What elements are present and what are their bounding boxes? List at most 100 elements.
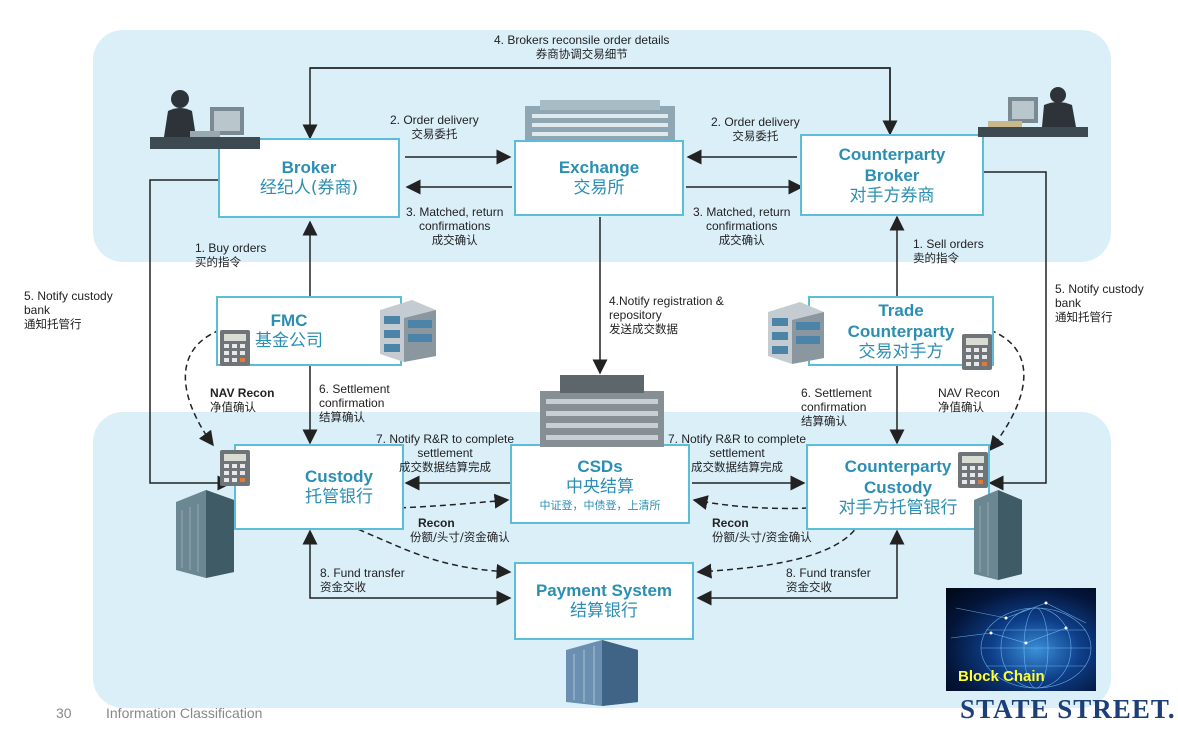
notify-reg-en1: 4.Notify registration & [609, 294, 724, 308]
trade-cp-zh: 交易对手方 [858, 341, 944, 362]
label-recon-right: Recon 份额/头寸/资金确认 [712, 516, 812, 544]
label-settlement-left: 6. Settlement confirmation 结算确认 [319, 382, 390, 424]
exchange-box: Exchange 交易所 [514, 140, 684, 216]
buy-en: 1. Buy orders [195, 241, 267, 255]
recon-right-zh: 份额/头寸/资金确认 [712, 530, 812, 544]
building-icon [768, 302, 824, 364]
label-reconcile: 4. Brokers reconsile order details 券商协调交… [494, 33, 669, 61]
label-notify-registration: 4.Notify registration & repository 发送成交数… [609, 294, 724, 336]
notify-left-zh: 通知托管行 [24, 317, 82, 331]
notify-left-en2: bank [24, 303, 51, 317]
rr-right-en1: 7. Notify R&R to complete [668, 432, 807, 446]
label-sell-orders: 1. Sell orders 卖的指令 [913, 237, 984, 265]
label-order-delivery-right: 2. Order delivery 交易委托 [711, 115, 800, 143]
state-street-logo: STATE STREET. [960, 694, 1176, 724]
label-order-delivery-left: 2. Order delivery 交易委托 [390, 113, 479, 141]
classification-label: Information Classification [106, 705, 263, 721]
matched-right-en1: 3. Matched, return [693, 205, 791, 219]
sell-en: 1. Sell orders [913, 237, 984, 251]
cp-custody-zh: 对手方托管银行 [838, 497, 958, 518]
block-chain-graphic: Block Chain [946, 588, 1096, 691]
payment-title: Payment System [535, 581, 673, 600]
label-fund-right: 8. Fund transfer 资金交收 [786, 566, 871, 594]
calculator-icon [220, 330, 250, 366]
fund-left-zh: 资金交收 [320, 580, 366, 594]
settle-right-en1: 6. Settlement [801, 386, 872, 400]
nav-right-en: NAV Recon [938, 386, 1000, 400]
cp-broker-box: Counterparty Broker 对手方券商 [800, 134, 984, 216]
label-buy-orders: 1. Buy orders 买的指令 [195, 241, 266, 269]
fund-right-en: 8. Fund transfer [786, 566, 871, 580]
notify-reg-zh: 发送成交数据 [609, 322, 678, 336]
label-matched-right: 3. Matched, return confirmations 成交确认 [693, 205, 790, 247]
rr-right-zh: 成交数据结算完成 [691, 460, 784, 474]
broker-zh: 经纪人(券商) [259, 178, 359, 198]
settle-right-en2: confirmation [801, 400, 867, 414]
trade-cp-title1: Trade [878, 300, 924, 320]
calculator-icon [220, 450, 250, 486]
label-reconcile-zh: 券商协调交易细节 [535, 47, 628, 61]
custody-box: Custody 托管银行 [234, 444, 404, 530]
label-recon-left: Recon 份额/头寸/资金确认 [410, 516, 510, 544]
settle-left-zh: 结算确认 [319, 410, 365, 424]
cp-custody-title1: Counterparty [844, 456, 952, 476]
office-tower-icon [176, 490, 234, 578]
custody-title: Custody [305, 467, 373, 486]
label-fund-left: 8. Fund transfer 资金交收 [320, 566, 405, 594]
csds-zh: 中央结算 [566, 476, 634, 497]
fmc-title: FMC [270, 311, 308, 330]
csds-box: CSDs 中央结算 中证登，中债登，上清所 [510, 444, 690, 524]
rr-left-en2: settlement [417, 446, 473, 460]
globe-network-icon [950, 601, 1092, 689]
building-icon [540, 375, 664, 447]
matched-left-zh: 成交确认 [431, 233, 478, 247]
label-settlement-right: 6. Settlement confirmation 结算确认 [801, 386, 872, 428]
label-reconcile-en: 4. Brokers reconsile order details [494, 33, 670, 47]
rr-left-zh: 成交数据结算完成 [399, 460, 492, 474]
buy-zh: 买的指令 [195, 255, 241, 269]
fund-left-en: 8. Fund transfer [320, 566, 405, 580]
page-number: 30 [56, 705, 72, 721]
label-notify-custody-left: 5. Notify custody bank 通知托管行 [24, 289, 113, 331]
nav-right-zh: 净值确认 [938, 400, 984, 414]
building-icon [380, 300, 436, 362]
calculator-icon [958, 452, 988, 488]
payment-zh: 结算银行 [570, 601, 638, 621]
broker-box: Broker 经纪人(券商) [218, 138, 400, 218]
order-delivery-left-en: 2. Order delivery [390, 113, 479, 127]
block-chain-label: Block Chain [958, 668, 1045, 685]
office-tower-icon [974, 490, 1022, 580]
csds-title: CSDs [577, 456, 623, 476]
order-delivery-left-zh: 交易委托 [411, 127, 458, 141]
cp-broker-title2: Broker [864, 165, 920, 185]
label-rr-right: 7. Notify R&R to complete settlement 成交数… [668, 432, 806, 474]
cp-custody-title2: Custody [864, 477, 932, 497]
nav-left-en: NAV Recon [210, 386, 275, 400]
calculator-icon [962, 334, 992, 370]
label-notify-custody-right: 5. Notify custody bank 通知托管行 [1055, 282, 1144, 324]
csds-sub: 中证登，中债登，上清所 [539, 498, 661, 512]
fmc-zh: 基金公司 [255, 331, 323, 351]
label-matched-left: 3. Matched, return confirmations 成交确认 [406, 205, 503, 247]
sell-zh: 卖的指令 [913, 251, 959, 265]
broker-title: Broker [281, 158, 337, 177]
cp-broker-title1: Counterparty [838, 144, 946, 164]
exchange-zh: 交易所 [573, 178, 625, 198]
rr-left-en1: 7. Notify R&R to complete [376, 432, 515, 446]
notify-right-zh: 通知托管行 [1055, 310, 1113, 324]
notify-right-en2: bank [1055, 296, 1082, 310]
settle-left-en2: confirmation [319, 396, 385, 410]
matched-right-en2: confirmations [706, 219, 778, 233]
label-nav-recon-right: NAV Recon 净值确认 [938, 386, 1000, 414]
person-at-computer-icon [150, 90, 260, 149]
matched-left-en1: 3. Matched, return [406, 205, 504, 219]
settle-left-en1: 6. Settlement [319, 382, 390, 396]
nav-left-zh: 净值确认 [210, 400, 256, 414]
rr-right-en2: settlement [709, 446, 765, 460]
fund-right-zh: 资金交收 [786, 580, 832, 594]
cp-broker-zh: 对手方券商 [849, 185, 935, 206]
notify-left-en1: 5. Notify custody [24, 289, 113, 303]
custody-zh: 托管银行 [305, 487, 373, 507]
order-delivery-right-zh: 交易委托 [732, 129, 779, 143]
